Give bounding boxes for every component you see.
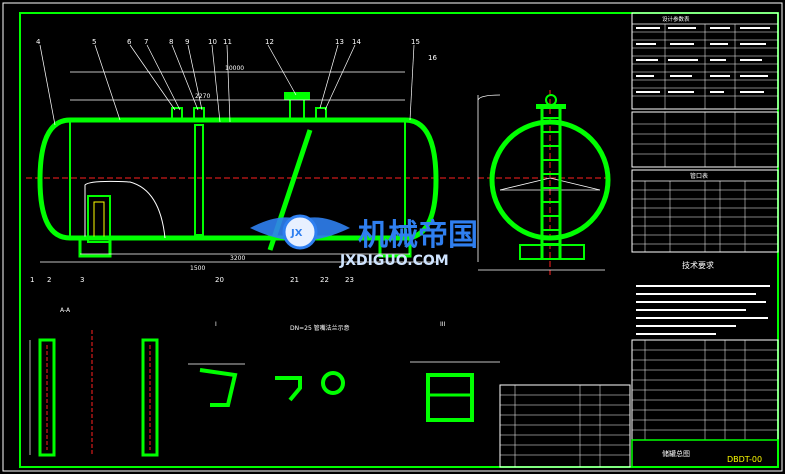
callout: 7: [144, 38, 148, 46]
table-title: 设计参数表: [662, 15, 690, 23]
nozzle-table: 管口表: [631, 169, 779, 253]
detail-view-flange: DN=25 管嘴法兰示意: [275, 324, 350, 402]
part-callouts-top: 4 5 6 7 8 9 10 11 12 13 14 15 16: [36, 38, 437, 62]
callout: 23: [345, 276, 354, 284]
dim-support: 3200: [230, 255, 245, 262]
detail-view-ladder-side: A-A: [29, 307, 159, 457]
watermark-logo: JX: [290, 228, 303, 239]
design-data-table: 设计参数表: [631, 12, 779, 110]
callout: 5: [92, 38, 96, 46]
callout: 1: [30, 276, 34, 284]
detail-view-III: III: [410, 321, 500, 422]
tank-end-view: [477, 90, 611, 275]
callout: 3: [80, 276, 84, 284]
section-label: DN=25 管嘴法兰示意: [290, 324, 350, 332]
callout: 22: [320, 276, 329, 284]
callout: 4: [36, 38, 41, 46]
callout: 21: [290, 276, 299, 284]
callout: 8: [169, 38, 173, 46]
callout: 9: [185, 38, 189, 46]
ladder: [540, 105, 562, 258]
dim-nozzle: 2270: [195, 93, 210, 100]
detail-view-I: I: [188, 321, 245, 407]
dim-top: 10000: [225, 65, 244, 72]
title-block: 储罐总图 DBDT-00: [631, 439, 779, 468]
callout: 15: [411, 38, 420, 46]
watermark: JX 机械帝国 JXDIGUO.COM: [250, 214, 478, 269]
watermark-en: JXDIGUO.COM: [339, 253, 449, 269]
tank-elevation-view: 10000 3200 2270 1500: [26, 44, 470, 272]
section-label: III: [440, 321, 446, 328]
drawing-name: 储罐总图: [662, 449, 690, 458]
dim-bottom: 1500: [190, 265, 205, 272]
drawing-number: DBDT-00: [727, 455, 762, 464]
material-table: [631, 111, 779, 168]
manhole: [87, 195, 111, 243]
callout: 20: [215, 276, 224, 284]
technical-notes: 技术要求: [636, 260, 770, 335]
callout: 11: [223, 38, 232, 46]
table-title: 管口表: [690, 172, 708, 180]
parts-list: [499, 339, 779, 468]
watermark-cn: 机械帝国: [358, 218, 478, 253]
section-label: A-A: [60, 307, 71, 314]
callout: 13: [335, 38, 344, 46]
callout: 14: [352, 38, 361, 46]
watermark-logo-icon: [282, 214, 318, 250]
part-callouts-bottom: 1 2 3 20 21 22 23: [30, 276, 354, 284]
callout: 12: [265, 38, 274, 46]
callout: 16: [428, 54, 437, 62]
callout: 2: [47, 276, 51, 284]
notes-title: 技术要求: [682, 260, 714, 270]
callout: 10: [208, 38, 217, 46]
section-label: I: [215, 321, 217, 328]
callout: 6: [127, 38, 132, 46]
